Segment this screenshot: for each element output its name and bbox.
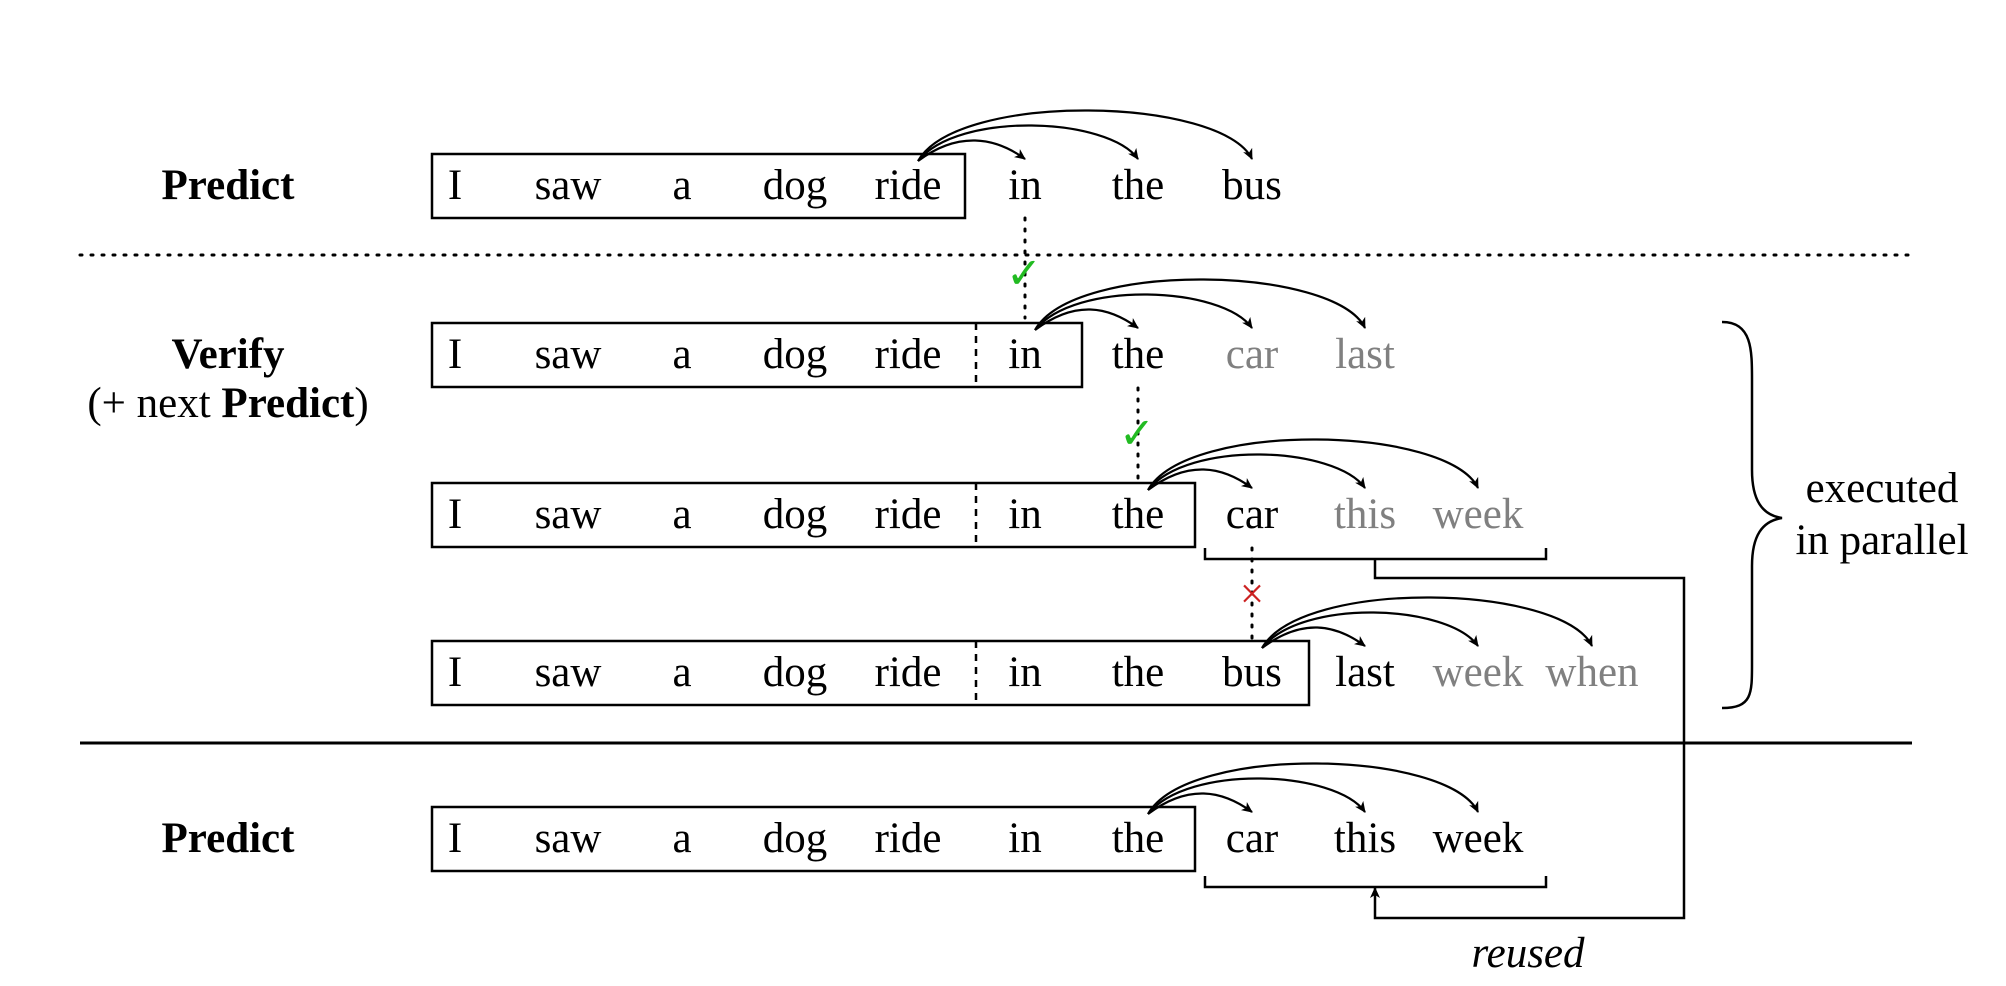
context-token: I — [448, 491, 462, 538]
context-token: saw — [535, 491, 602, 538]
context-token: a — [672, 331, 691, 378]
context-token: ride — [875, 491, 942, 538]
context-token: I — [448, 815, 462, 862]
phase-label-predict-bottom: Predict — [162, 815, 296, 862]
context-token: I — [448, 649, 462, 696]
reused-label: reused — [1471, 930, 1585, 977]
context-token: the — [1112, 815, 1165, 862]
context-token: dog — [763, 331, 828, 378]
verified-token: in — [1008, 331, 1041, 378]
context-box — [430, 639, 1311, 707]
predicted-token: in — [1008, 162, 1041, 209]
draft-bracket-predict-2 — [1203, 876, 1548, 889]
prediction-arc — [1147, 777, 1366, 815]
context-token: in — [1008, 815, 1041, 862]
context-token: dog — [763, 491, 828, 538]
verified-token: in — [1008, 649, 1041, 696]
context-token: saw — [535, 331, 602, 378]
context-token: a — [672, 649, 691, 696]
predicted-token: when — [1545, 649, 1638, 696]
verify-subtitle-close: ) — [354, 380, 368, 427]
context-box — [430, 152, 967, 220]
context-token: ride — [875, 815, 942, 862]
reject-cross-car: × — [1240, 571, 1264, 618]
predicted-token: this — [1334, 815, 1396, 862]
predicted-token: week — [1433, 815, 1524, 862]
context-token: I — [448, 331, 462, 378]
context-token: dog — [763, 815, 828, 862]
context-token: a — [672, 491, 691, 538]
predicted-token: the — [1112, 331, 1165, 378]
context-token: saw — [535, 649, 602, 696]
context-box — [430, 321, 1084, 389]
predicted-token: week — [1433, 649, 1524, 696]
prediction-arc — [1147, 468, 1253, 491]
reuse-connector-line — [1370, 559, 1686, 920]
predicted-token: this — [1334, 491, 1396, 538]
predicted-token: week — [1433, 491, 1524, 538]
predicted-token: bus — [1222, 162, 1282, 209]
parallel-brace — [1721, 320, 1783, 710]
context-token: ride — [875, 162, 942, 209]
prediction-arc — [1147, 762, 1479, 815]
verified-token: the — [1112, 491, 1165, 538]
predicted-token: car — [1226, 331, 1279, 378]
phase-label-verify: Verify — [171, 331, 285, 378]
predicted-token: the — [1112, 162, 1165, 209]
prediction-arc — [917, 124, 1139, 162]
prediction-arc — [1147, 453, 1366, 491]
predicted-token: last — [1335, 649, 1395, 696]
context-token: saw — [535, 815, 602, 862]
context-box — [430, 481, 1197, 549]
prediction-arc — [1034, 308, 1139, 331]
prediction-arc — [1261, 596, 1593, 649]
context-token: dog — [763, 649, 828, 696]
verified-token: the — [1112, 649, 1165, 696]
verify-subtitle-open: (+ next — [87, 380, 221, 427]
prediction-arc — [1147, 438, 1479, 491]
verified-token: in — [1008, 491, 1041, 538]
context-token: a — [672, 815, 691, 862]
prediction-arc — [1261, 626, 1366, 649]
phase-label-predict-top: Predict — [162, 162, 296, 209]
context-token: I — [448, 162, 462, 209]
prediction-arc — [1034, 293, 1253, 331]
prediction-arc — [917, 139, 1026, 162]
accept-checkmark-in: ✓ — [1006, 251, 1042, 298]
prediction-arc — [1034, 278, 1366, 331]
context-token: ride — [875, 649, 942, 696]
context-box — [430, 805, 1197, 873]
context-token: saw — [535, 162, 602, 209]
accept-checkmark-the: ✓ — [1119, 411, 1155, 458]
predicted-token: car — [1226, 491, 1279, 538]
prediction-arc — [1261, 611, 1479, 649]
parallel-label-line2: in parallel — [1795, 517, 1968, 564]
verified-token: bus — [1222, 649, 1282, 696]
parallel-label-line1: executed — [1806, 465, 1959, 512]
phase-label-verify-subtitle: (+ next Predict) — [87, 380, 368, 427]
draft-bracket-verify-2 — [1203, 548, 1548, 561]
context-token: dog — [763, 162, 828, 209]
context-token: ride — [875, 331, 942, 378]
prediction-arc — [1147, 792, 1253, 815]
context-token: a — [672, 162, 691, 209]
predicted-token: car — [1226, 815, 1279, 862]
prediction-arc — [917, 109, 1253, 162]
predicted-token: last — [1335, 331, 1395, 378]
verify-subtitle-bold: Predict — [221, 380, 355, 427]
